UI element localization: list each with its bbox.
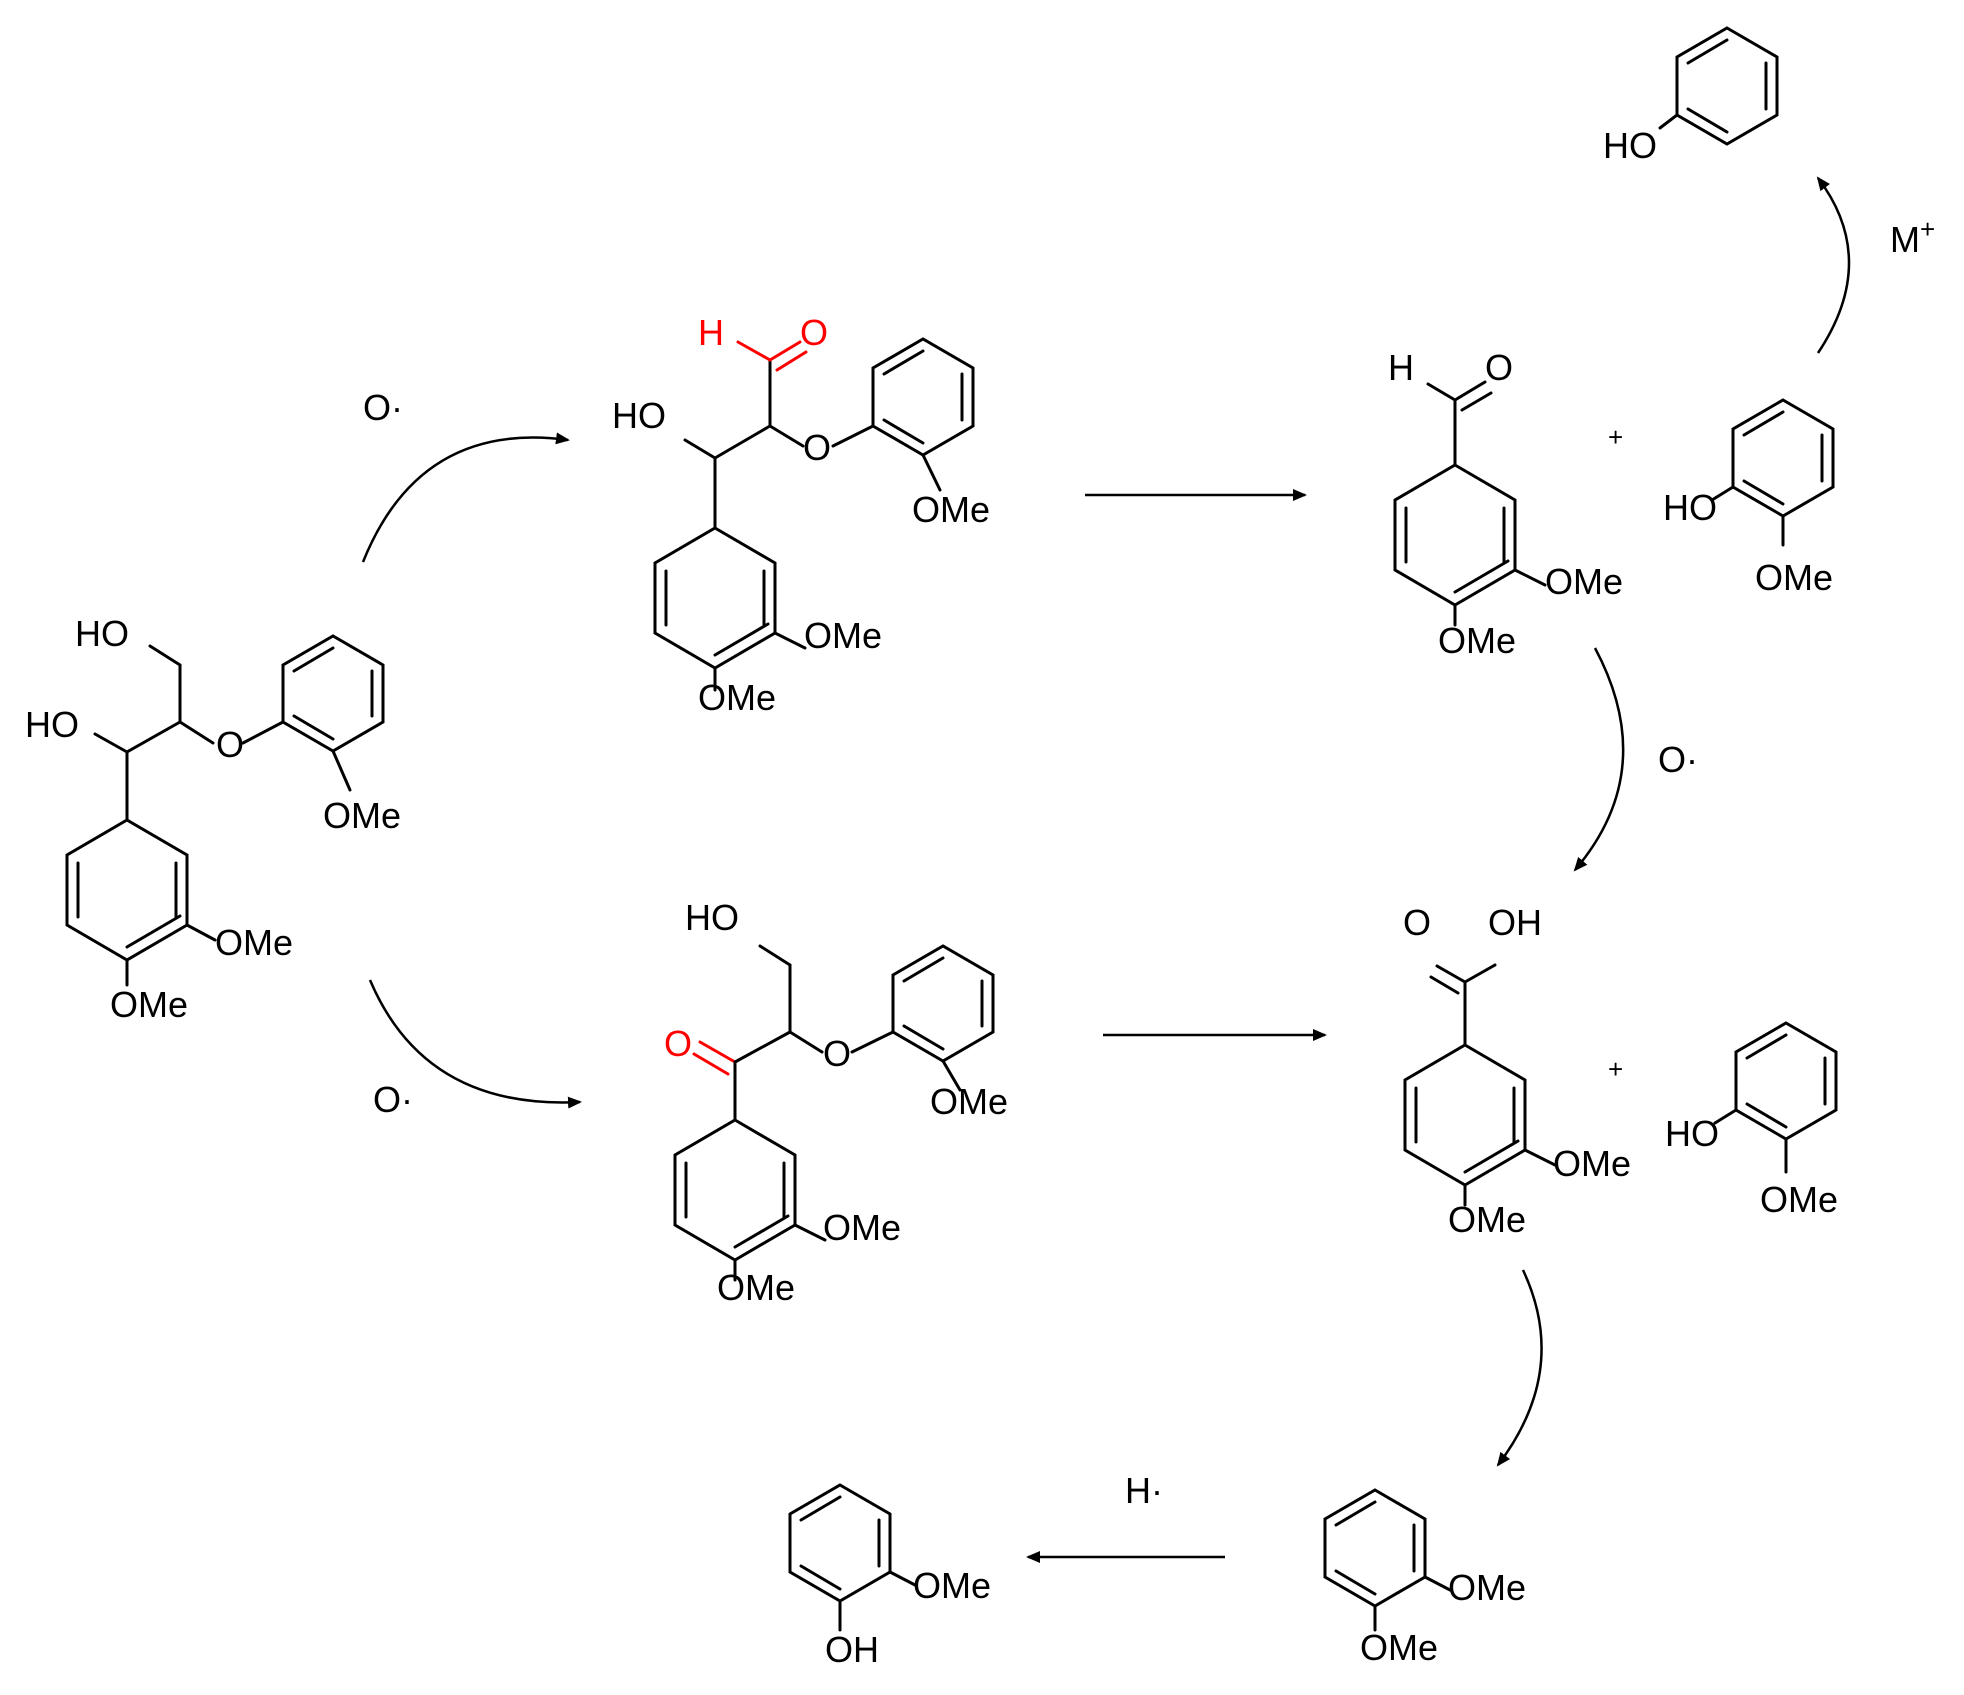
plus-sign: + [1608,1054,1623,1084]
reagent-metal-cation: M+ [1890,214,1935,260]
label-O: O [216,724,244,765]
reagent-o-radical: O· [373,1079,413,1120]
label-HO: HO [1603,125,1657,166]
ketone-intermediate: HO O O OMe OMe OMe [664,897,1008,1308]
reagent-o-radical: O· [1658,739,1698,780]
label-HO: HO [75,613,129,654]
label-O: O [1403,902,1431,943]
label-OH: OH [825,1629,879,1670]
curved-arrow-decarboxylation [1496,1269,1543,1467]
metal-symbol: M [1890,219,1920,260]
label-OMe: OMe [1553,1143,1631,1184]
label-OH: OH [1488,902,1542,943]
label-HO: HO [612,395,666,436]
label-OMe: OMe [1448,1199,1526,1240]
veratrole: OMe OMe [1323,1488,1526,1668]
plus-sign: + [1608,422,1623,452]
guaiacol-top: HO OMe [1663,398,1835,598]
label-OMe: OMe [698,677,776,718]
label-OMe: OMe [1545,561,1623,602]
aldehyde-intermediate: H O HO O OMe OMe OMe [612,312,990,718]
label-OMe: OMe [717,1267,795,1308]
phenol: HO [1603,26,1779,166]
curved-arrow-upper [361,432,570,563]
label-H-red: H [698,312,724,353]
curved-arrow-oxidation [1573,647,1625,872]
label-HO: HO [685,897,739,938]
guaiacol-product: OMe OH [788,1483,991,1670]
curved-arrow-metal [1816,176,1851,354]
label-OMe: OMe [1755,557,1833,598]
label-O: O [823,1033,851,1074]
reagent-h-radical: H· [1125,1470,1163,1511]
label-OMe: OMe [1438,620,1516,661]
label-OMe: OMe [912,489,990,530]
starting-material-lignin-dimer: HO HO O OMe OMe OMe [25,613,401,1025]
label-OMe: OMe [1360,1627,1438,1668]
veratraldehyde: H O OMe OMe [1388,347,1623,661]
veratric-acid: O OH OMe OMe [1403,902,1631,1240]
label-OMe: OMe [215,922,293,963]
label-O-red: O [664,1023,692,1064]
label-OMe: OMe [323,795,401,836]
label-O-red: O [800,312,828,353]
label-OMe: OMe [1448,1567,1526,1608]
metal-charge: + [1920,214,1935,244]
label-H: H [1388,347,1414,388]
label-OMe: OMe [930,1081,1008,1122]
label-OMe: OMe [110,984,188,1025]
label-HO: HO [1663,487,1717,528]
label-OMe: OMe [804,615,882,656]
curved-arrow-lower [368,979,582,1109]
label-OMe: OMe [1760,1179,1838,1220]
guaiacol-bottom: HO OMe [1665,1021,1838,1220]
label-HO: HO [25,704,79,745]
label-O: O [803,427,831,468]
reagent-o-radical: O· [363,387,403,428]
label-O: O [1485,347,1513,388]
label-OMe: OMe [913,1565,991,1606]
label-OMe: OMe [823,1207,901,1248]
label-HO: HO [1665,1113,1719,1154]
